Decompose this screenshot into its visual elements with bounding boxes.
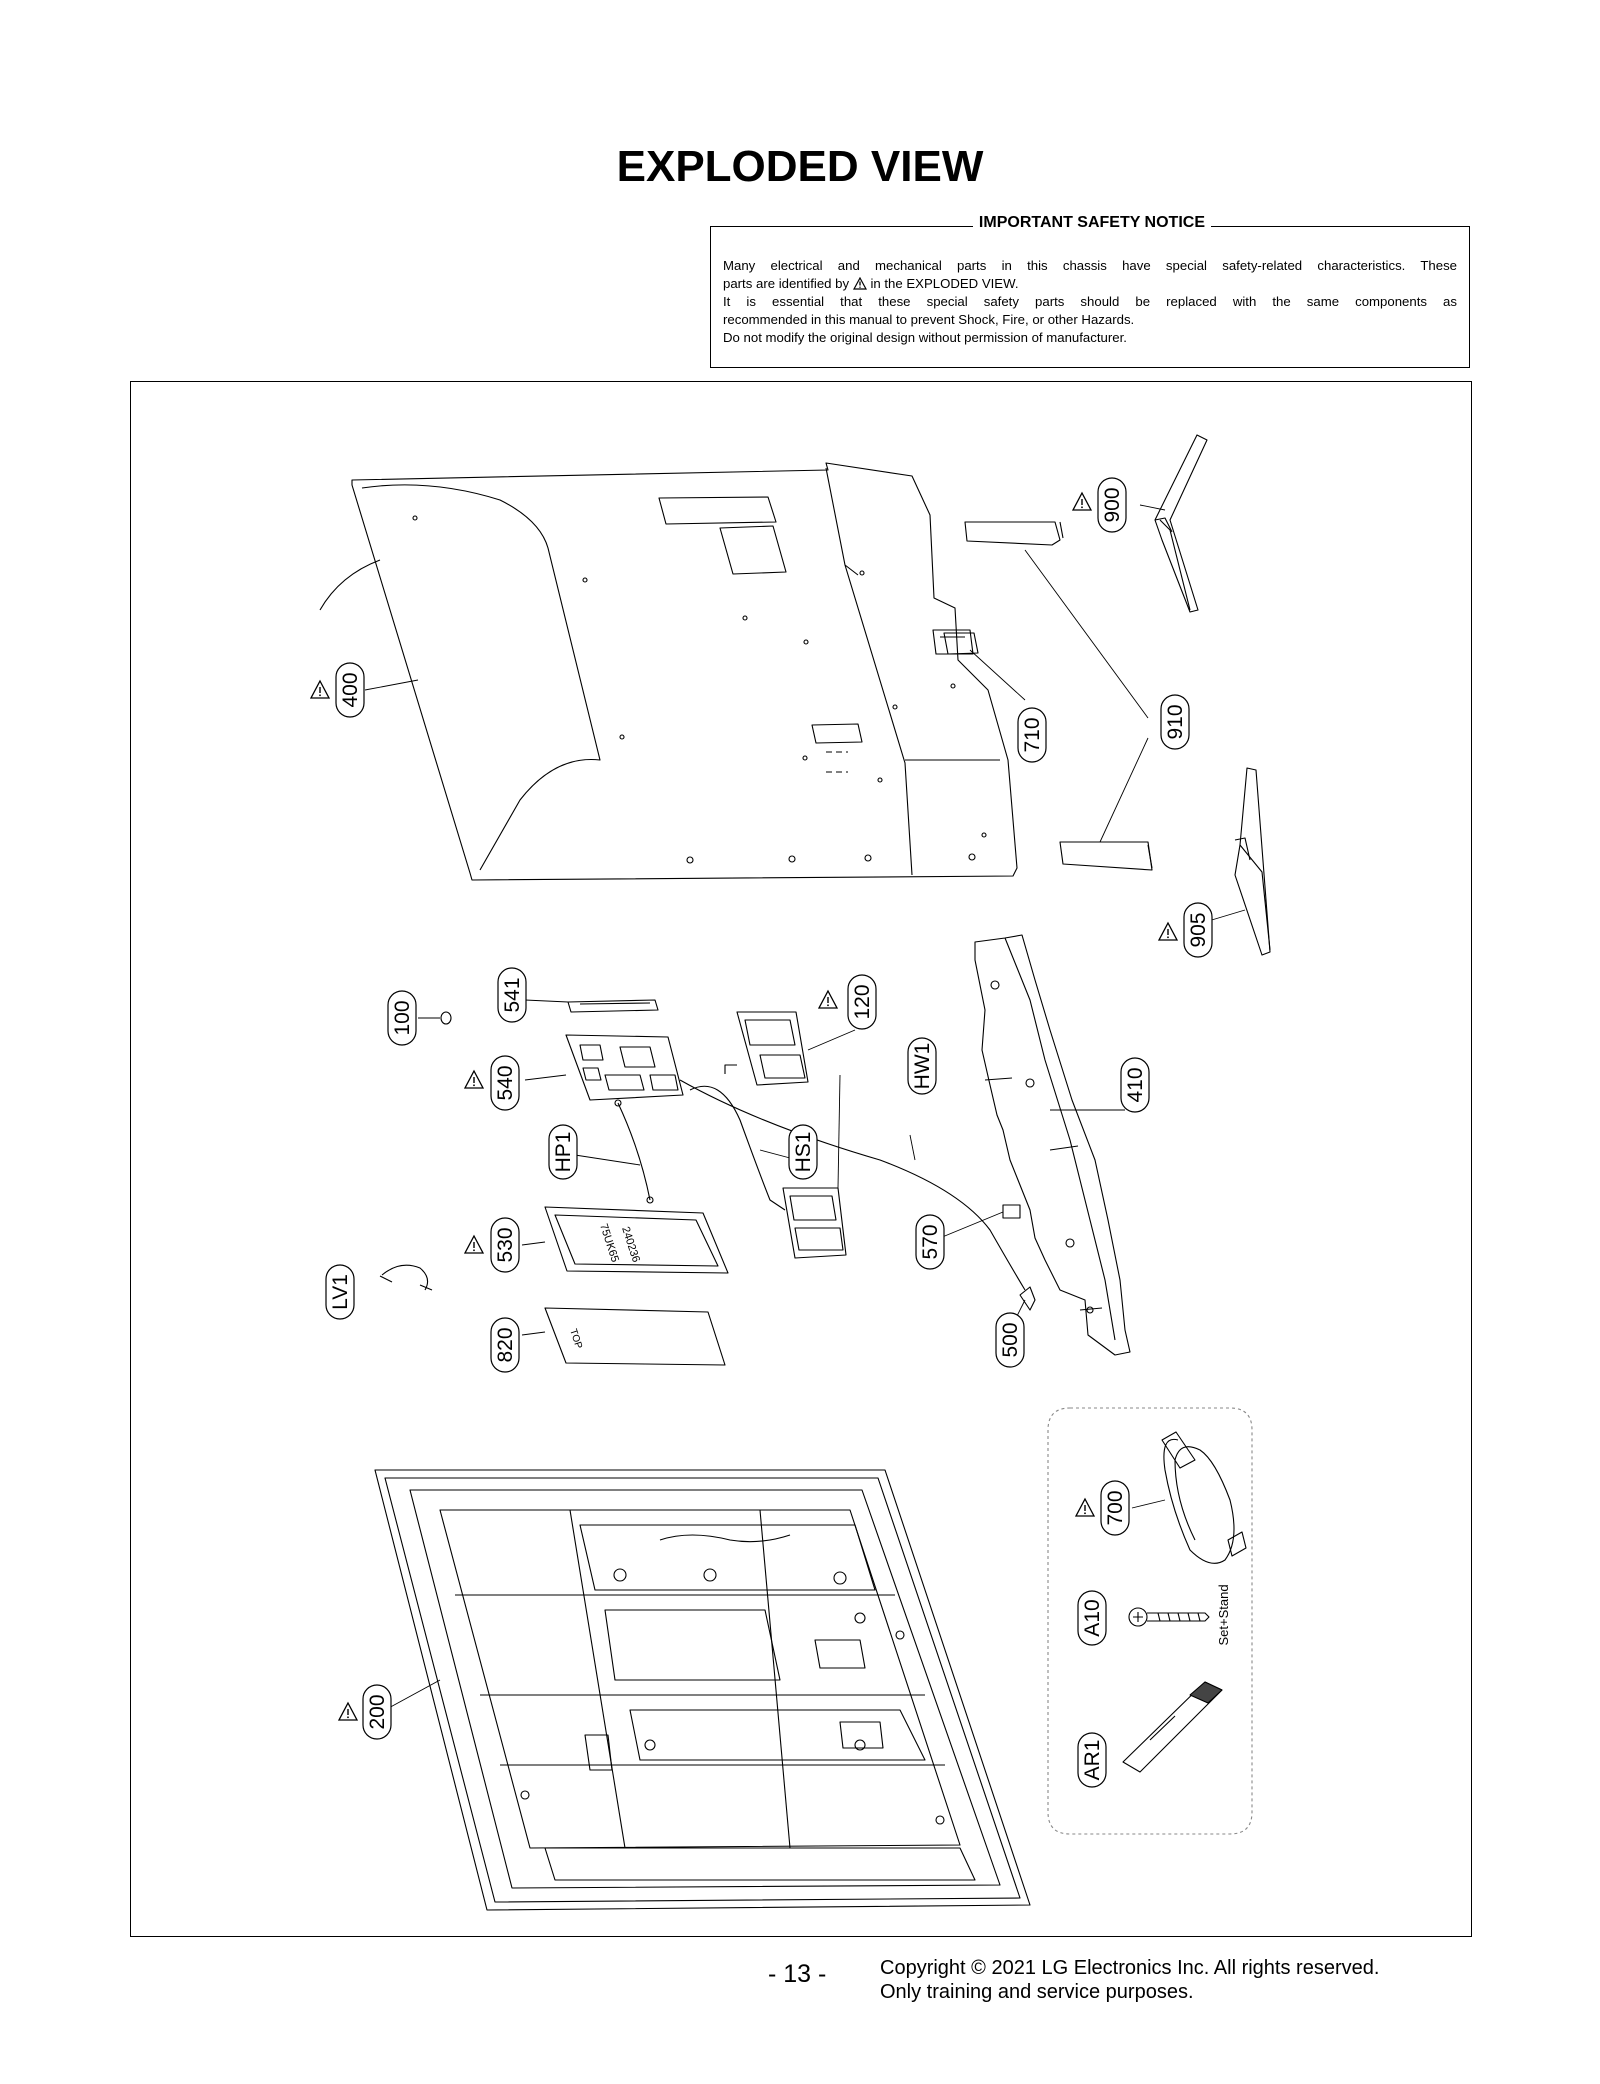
warning-triangle-icon (818, 990, 838, 1009)
safety-notice-box: IMPORTANT SAFETY NOTICE Many electrical … (710, 214, 1470, 368)
svg-text:530: 530 (494, 1227, 517, 1262)
svg-text:400: 400 (339, 672, 362, 707)
front-frame-200 (374, 1469, 1031, 1911)
top-mark-text: TOP (567, 1328, 584, 1351)
callout-541: 541 (497, 967, 527, 1023)
svg-text:541: 541 (501, 977, 524, 1012)
callout-900: 900 (1097, 477, 1127, 533)
svg-text:910: 910 (1164, 704, 1187, 739)
callout-570: 570 (915, 1214, 945, 1270)
power-supply-120 (736, 1011, 809, 1086)
svg-text:410: 410 (1124, 1067, 1147, 1102)
cable-hs1 (689, 1085, 786, 1211)
svg-text:LV1: LV1 (329, 1274, 352, 1310)
bracket-541 (567, 999, 659, 1013)
screw-a10 (1128, 1607, 1210, 1627)
power-cord-700 (1161, 1431, 1247, 1564)
safety-notice-title: IMPORTANT SAFETY NOTICE (972, 214, 1211, 232)
back-cover-400 (319, 462, 1018, 881)
notice-line-5: Do not modify the original design withou… (723, 330, 1127, 345)
notice-line-3: It is essential that these special safet… (723, 294, 1457, 309)
svg-text:AR1: AR1 (1081, 1740, 1104, 1781)
svg-text:710: 710 (1021, 717, 1044, 752)
callout-410: 410 (1120, 1057, 1150, 1113)
stand-bracket-910 (964, 521, 1153, 871)
callout-530: 530 (490, 1217, 520, 1273)
callout-200: 200 (362, 1684, 392, 1740)
stand-leg-900 (1154, 434, 1208, 613)
svg-text:200: 200 (366, 1694, 389, 1729)
svg-text:900: 900 (1101, 487, 1124, 522)
svg-text:HS1: HS1 (792, 1132, 815, 1173)
button-570 (1002, 1204, 1021, 1219)
warning-triangle-icon (1158, 922, 1178, 941)
psu-board-530: 75UK65 240236 (544, 1206, 729, 1274)
diagram-frame (130, 381, 1472, 1937)
notice-line-2: parts are identified by in the EXPLODED … (723, 276, 1019, 291)
main-board-540 (565, 1034, 684, 1101)
cable-lv1 (379, 1264, 433, 1291)
svg-text:500: 500 (999, 1322, 1022, 1357)
callout-lv1: LV1 (325, 1264, 355, 1320)
psu-model-text: 75UK65 (597, 1222, 621, 1264)
side-frame-410 (974, 934, 1131, 1356)
warning-triangle-icon (310, 680, 330, 699)
callout-120: 120 (847, 974, 877, 1030)
callout-100: 100 (387, 990, 417, 1046)
cable-hp1 (617, 1102, 651, 1201)
svg-text:A10: A10 (1081, 1599, 1104, 1636)
notice-line-4: recommended in this manual to prevent Sh… (723, 312, 1135, 327)
callout-hw1: HW1 (907, 1037, 937, 1095)
bracket-710 (932, 629, 974, 655)
callout-700: 700 (1100, 1480, 1130, 1536)
callout-910: 910 (1160, 694, 1190, 750)
svg-text:700: 700 (1104, 1490, 1127, 1525)
svg-text:120: 120 (851, 984, 874, 1019)
svg-text:905: 905 (1187, 912, 1210, 947)
stand-leg-905 (1234, 767, 1271, 956)
warning-triangle-icon (852, 277, 867, 290)
svg-text:HW1: HW1 (911, 1043, 934, 1090)
callout-hs1: HS1 (788, 1124, 818, 1180)
screw-100 (440, 1011, 452, 1025)
callout-500: 500 (995, 1312, 1025, 1368)
insulation-sheet-820: TOP (544, 1307, 726, 1366)
callout-ar1: AR1 (1077, 1732, 1107, 1788)
ir-receiver-500 (1019, 1286, 1036, 1311)
callout-hp1: HP1 (548, 1124, 578, 1180)
remote-control-ar1 (1122, 1681, 1223, 1773)
page-number: - 13 - (768, 1960, 827, 1988)
cable-hw1 (679, 1079, 1026, 1291)
notice-line-1: Many electrical and mechanical parts in … (723, 258, 1457, 273)
page-title: EXPLODED VIEW (616, 142, 984, 191)
svg-text:820: 820 (494, 1327, 517, 1362)
callout-710: 710 (1017, 707, 1047, 763)
svg-text:HP1: HP1 (552, 1132, 575, 1173)
warning-triangle-icon (1075, 1498, 1095, 1517)
svg-text:570: 570 (919, 1224, 942, 1259)
svg-text:100: 100 (391, 1000, 414, 1035)
speaker-box (782, 1187, 847, 1259)
set-stand-label: Set+Stand (1216, 1584, 1231, 1645)
callout-905: 905 (1183, 902, 1213, 958)
callout-400: 400 (335, 662, 365, 718)
psu-code-text: 240236 (619, 1225, 642, 1264)
warning-triangle-icon (464, 1070, 484, 1089)
safety-notice-body: Many electrical and mechanical parts in … (723, 257, 1457, 347)
callout-a10: A10 (1077, 1590, 1107, 1646)
warning-triangle-icon (464, 1235, 484, 1254)
callout-820: 820 (490, 1317, 520, 1373)
warning-triangle-icon (1072, 492, 1092, 511)
svg-text:540: 540 (494, 1065, 517, 1100)
copyright-notice: Copyright © 2021 LG Electronics Inc. All… (880, 1957, 1380, 2003)
warning-triangle-icon (338, 1702, 358, 1721)
callout-540: 540 (490, 1055, 520, 1111)
accessories-box (1047, 1407, 1253, 1835)
